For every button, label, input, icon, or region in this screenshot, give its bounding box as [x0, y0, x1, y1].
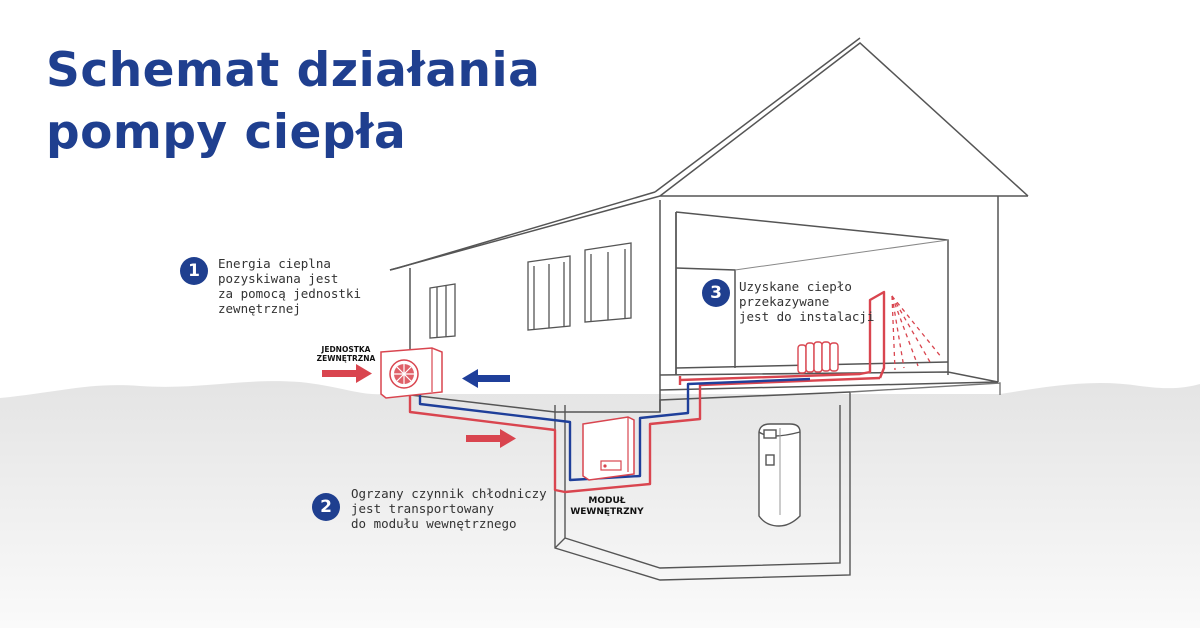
step-3-text: Uzyskane ciepło przekazywane jest do ins…	[739, 279, 875, 324]
basement	[554, 382, 1001, 581]
step-2-text: Ogrzany czynnik chłodniczy jest transpor…	[351, 486, 547, 531]
hot-pipe	[408, 290, 886, 494]
step-3-badge: 3	[702, 279, 730, 307]
radiator-icon	[797, 341, 839, 374]
indoor-module-icon	[582, 416, 635, 481]
step-1-badge: 1	[180, 257, 208, 285]
windows	[429, 242, 632, 339]
cold-pipe	[418, 377, 811, 482]
outdoor-unit-fan-icon	[380, 347, 443, 399]
heat-rays-icon	[891, 295, 943, 371]
water-heater-icon	[758, 423, 801, 527]
indoor-module-label: MODUŁ WEWNĘTRZNY	[570, 496, 644, 517]
page-title: Schemat działania pompy ciepła	[46, 40, 540, 164]
ground-hills	[0, 381, 1200, 628]
window-left	[429, 283, 456, 339]
arrow-heat-in	[322, 364, 372, 383]
step-2-badge: 2	[312, 493, 340, 521]
arrow-cold-out	[462, 369, 510, 388]
window-right	[584, 242, 632, 323]
arrow-heat-flow	[466, 429, 516, 448]
step-1-text: Energia cieplna pozyskiwana jest za pomo…	[218, 256, 361, 316]
window-middle	[527, 255, 571, 331]
title-line-1: Schemat działania	[46, 43, 541, 98]
title-line-2: pompy ciepła	[46, 105, 407, 160]
outdoor-unit-label: JEDNOSTKA ZEWNĘTRZNA	[316, 345, 376, 363]
